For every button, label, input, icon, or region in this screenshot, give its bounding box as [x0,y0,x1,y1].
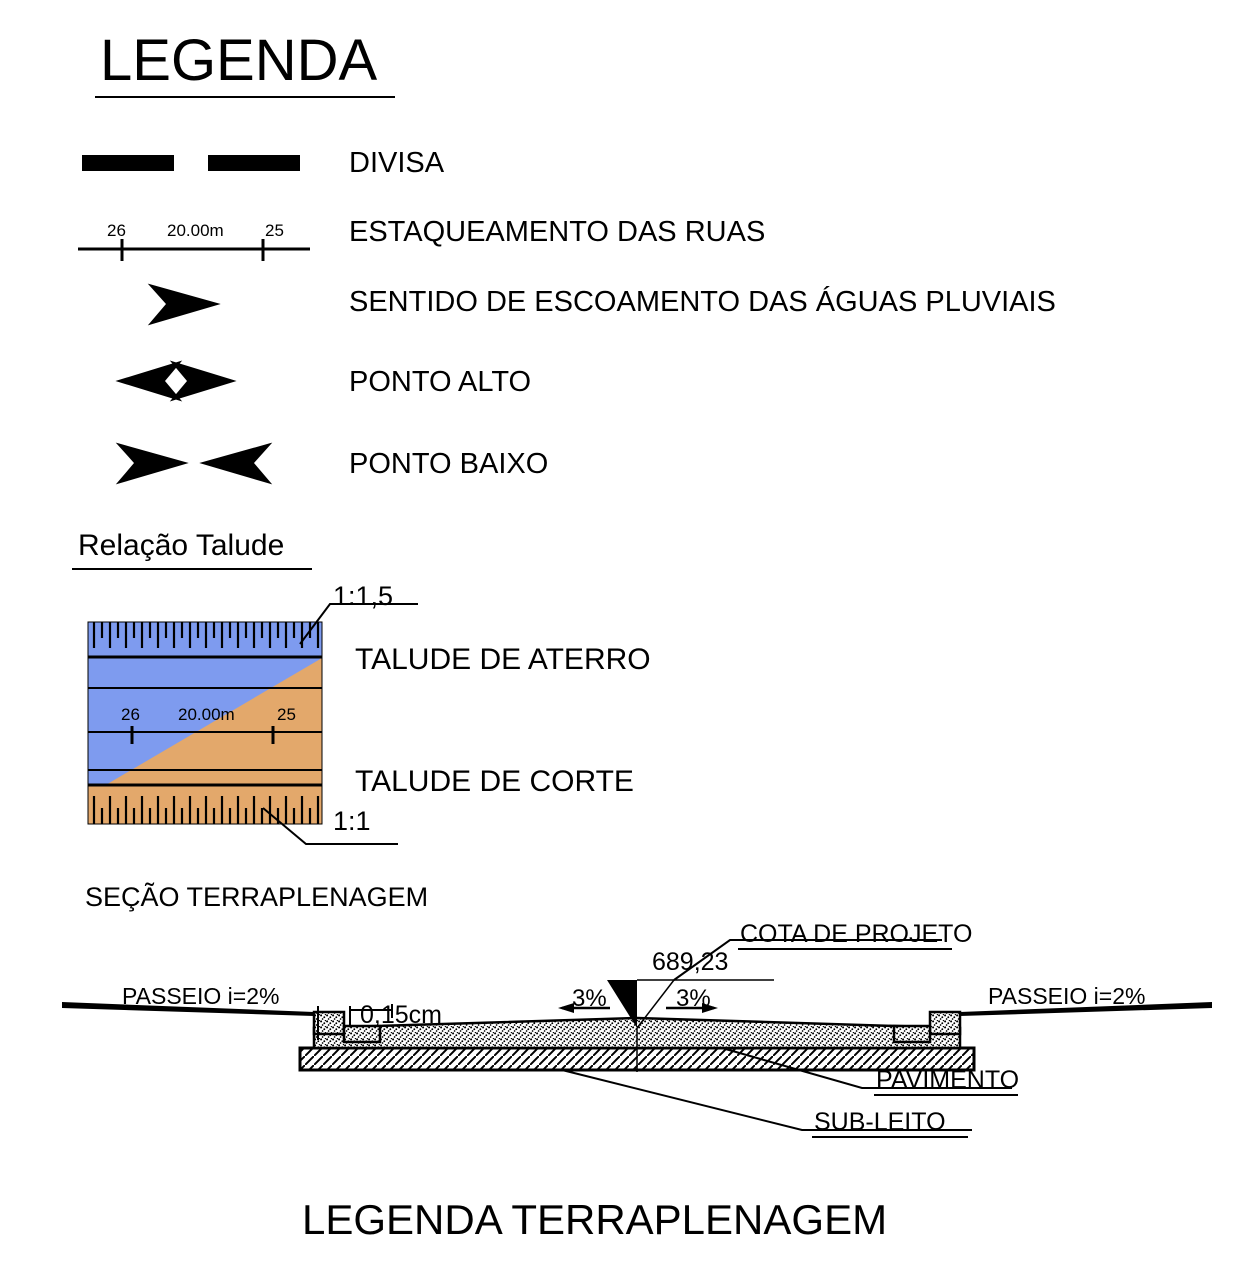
divisa-dash-left [82,155,174,171]
high-point-arrows-icon [115,360,237,402]
slope-arrow-right [666,1003,718,1013]
subleito-leader [561,1069,972,1131]
divisa-dash-right [208,155,300,171]
talude-fill-corte [104,658,322,786]
section-title: SEÇÃO TERRAPLENAGEM [85,882,429,912]
cota-projeto-underline [738,948,952,950]
station-right-number: 25 [265,221,284,240]
page-title: LEGENDA [100,28,378,93]
curb-right [928,1010,962,1036]
station-left-number: 26 [107,221,126,240]
legend-label-ponto-alto: PONTO ALTO [349,366,532,398]
bottom-title: LEGENDA TERRAPLENAGEM [302,1196,888,1243]
sidewalk-left-label: PASSEIO i=2% [122,983,280,1009]
aterro-ratio-leader [299,603,418,645]
talude-station-distance: 20.00m [178,705,235,724]
aterro-ratio-label: 1:1,5 [333,581,394,611]
pavimento-leader [721,1047,1012,1089]
crown-leader-line [636,979,675,1029]
talude-section-title: Relação Talude [78,529,285,562]
pavement-label: PAVIMENTO [876,1066,1020,1094]
low-point-arrows-icon [115,442,273,485]
corte-ratio-label: 1:1 [333,806,371,836]
gutter-right [892,1024,932,1044]
station-distance: 20.00m [167,221,224,240]
talude-corte-label: TALUDE DE CORTE [355,765,634,798]
talude-section-underline [72,568,312,570]
slope-left-label: 3% [572,985,607,1012]
legend-label-estaqueamento: ESTAQUEAMENTO DAS RUAS [349,216,766,248]
curb-height-label: 0,15cm [360,1001,442,1029]
legend-label-divisa: DIVISA [349,147,445,179]
crown-elevation-marker [607,980,637,1028]
cota-projeto-leader [673,939,942,981]
legend-label-ponto-baixo: PONTO BAIXO [349,448,549,480]
legend-label-sentido-escoamento: SENTIDO DE ESCOAMENTO DAS ÁGUAS PLUVIAIS [349,286,1056,318]
subgrade-label: SUB-LEITO [814,1108,946,1136]
corte-ratio-leader [262,807,398,845]
cota-projeto-label: COTA DE PROJETO [740,920,973,948]
talude-diagram [87,603,418,845]
talude-station-right-number: 25 [277,705,296,724]
station-line-symbol [78,239,310,261]
sidewalk-left [62,1002,314,1016]
pavement-underline [874,1094,1018,1096]
slope-arrow-left [558,1003,610,1013]
sidewalk-right [960,1002,1212,1016]
subgrade-underline [812,1136,968,1138]
talude-station-left-number: 26 [121,705,140,724]
page-title-underline [95,96,395,98]
talude-aterro-label: TALUDE DE ATERRO [355,643,651,676]
flow-direction-arrow-icon [147,283,221,326]
road-cross-section-diagram [62,939,1212,1131]
crown-elevation-label: 689,23 [652,948,729,976]
slope-right-label: 3% [676,985,711,1012]
curb-height-dimension [317,1004,393,1040]
sidewalk-right-label: PASSEIO i=2% [988,983,1146,1009]
gutter-left [342,1024,382,1044]
